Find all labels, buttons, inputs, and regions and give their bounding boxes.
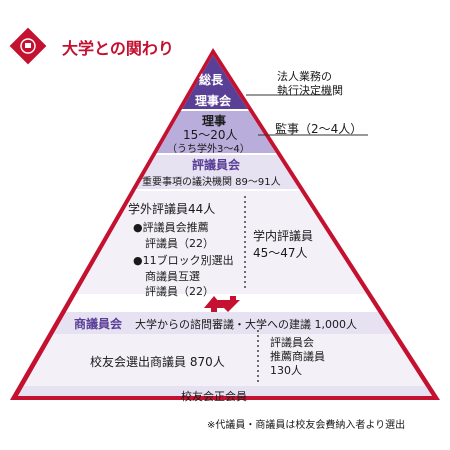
alumni-members-label: 校友会正会員 xyxy=(181,390,247,403)
footnote: ※代議員・商議員は校友会費納入者より選出 xyxy=(207,420,406,431)
external-councillors-list: ●評議員会推薦 評議員（22） ●11ブロック別選出 商議員互選 評議員（22） xyxy=(133,220,234,300)
list-item: 商議員互選 xyxy=(145,269,200,283)
internal-councillors: 学内評議員 45〜47人 xyxy=(253,228,313,262)
senate-tag: 商議員会 xyxy=(74,317,123,331)
recommended-senators: 評議員会 推薦商議員 130人 xyxy=(270,336,325,378)
senate-description: 大学からの諮問審議・大学への建議 1,000人 xyxy=(135,318,357,331)
list-item: 評議員（22） xyxy=(145,285,214,298)
senate-band xyxy=(18,312,432,334)
internal-councillors-title: 学内評議員 xyxy=(253,229,314,243)
council-subtitle: 重要事項の議決機関 89〜91人 xyxy=(142,177,281,188)
executive-note-line: 法人業務の xyxy=(277,70,332,83)
directors-title: 理事 xyxy=(202,114,227,128)
list-item: ●11ブロック別選出 xyxy=(133,254,234,267)
recommended-line: 130人 xyxy=(270,364,302,377)
senate-body xyxy=(18,334,432,386)
arrow-up-icon xyxy=(204,296,224,312)
base-band xyxy=(18,386,432,396)
executive-note-line: 執行決定機関 xyxy=(277,84,343,97)
list-item: ●評議員会推薦 xyxy=(133,221,209,234)
directors-count: 15〜20人 xyxy=(183,128,238,142)
executive-note: 法人業務の 執行決定機関 xyxy=(277,70,343,98)
external-councillors-title: 学外評議員44人 xyxy=(128,202,216,216)
auditor-note: 監事（2〜4人） xyxy=(275,122,363,136)
council-title: 評議員会 xyxy=(192,158,241,172)
president-label: 総長 xyxy=(199,73,224,87)
page-title: 大学との関わり xyxy=(62,39,174,58)
university-emblem-icon xyxy=(9,27,47,65)
directors-note: （うち学外3〜4） xyxy=(167,144,250,155)
board-label: 理事会 xyxy=(195,94,232,108)
recommended-line: 評議員会 xyxy=(270,336,314,349)
internal-councillors-count: 45〜47人 xyxy=(253,246,308,260)
arrow-down-icon xyxy=(216,296,240,312)
alumni-elected-senators: 校友会選出商議員 870人 xyxy=(90,355,225,369)
list-item: 評議員（22） xyxy=(145,236,214,250)
recommended-line: 推薦商議員 xyxy=(270,350,325,363)
